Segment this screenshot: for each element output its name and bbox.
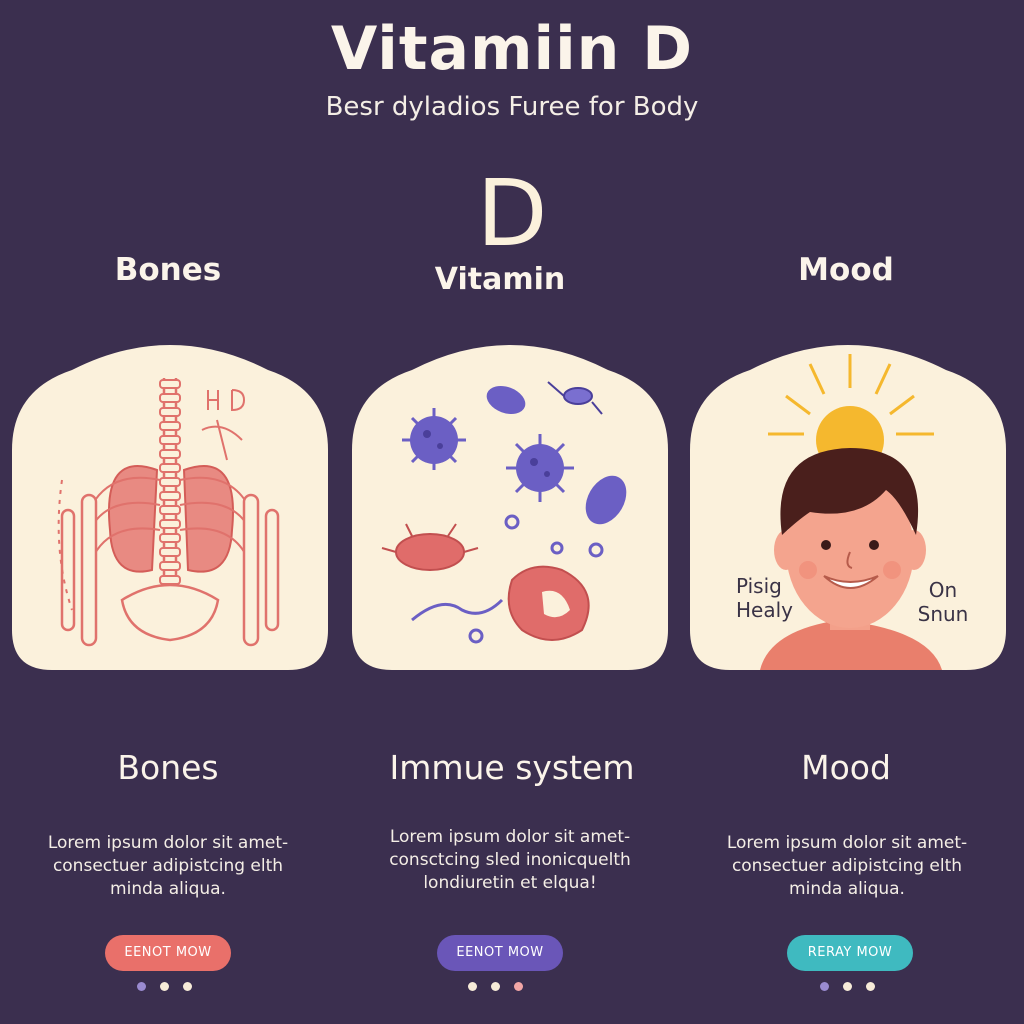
desc-line: consectuer adipistcing elth <box>731 856 963 876</box>
section-title-bones: Bones <box>117 748 219 787</box>
pagination-dots-immune <box>468 982 523 991</box>
pagination-dots-bones <box>137 982 192 991</box>
mood-left-label: Pisig Healy <box>736 574 806 622</box>
mood-left-label-line1: Pisig <box>736 574 782 598</box>
mood-right-label-line2: Snun <box>917 602 969 626</box>
pagination-dot[interactable] <box>514 982 523 991</box>
big-vitamin-letter: D <box>476 160 548 267</box>
vitamin-label: Vitamin <box>434 262 566 297</box>
desc-line: Lorem ipsum dolor sit amet- <box>47 833 289 853</box>
desc-line: londiuretin et elqua! <box>423 873 597 893</box>
section-title-immune: Immue system <box>389 748 635 787</box>
desc-line: consectuer adipistcing elth <box>52 856 284 876</box>
desc-mood: Lorem ipsum dolor sit amet- consectuer a… <box>692 832 1002 901</box>
subtitle: Besr dyladios Furee for Body <box>325 92 699 122</box>
pagination-dot[interactable] <box>137 982 146 991</box>
bones-action-button[interactable]: EENOT MOW <box>105 935 231 971</box>
desc-line: consctcing sled inonicquelth <box>389 850 631 870</box>
main-title: Vitamiin D <box>330 14 694 84</box>
desc-line: minda aliqua. <box>110 879 226 899</box>
bones-panel <box>12 330 328 670</box>
pagination-dot[interactable] <box>160 982 169 991</box>
mood-right-label: On Snun <box>908 578 978 626</box>
desc-bones: Lorem ipsum dolor sit amet- consectuer a… <box>18 832 318 901</box>
mood-right-label-line1: On <box>928 578 958 602</box>
virus-icon <box>402 408 466 470</box>
pagination-dot[interactable] <box>866 982 875 991</box>
desc-immune: Lorem ipsum dolor sit amet- consctcing s… <box>352 826 668 895</box>
bones-top-label: Bones <box>114 252 222 288</box>
desc-line: minda aliqua. <box>789 879 905 899</box>
microbes-illustration <box>352 345 668 670</box>
desc-line: Lorem ipsum dolor sit amet- <box>726 833 968 853</box>
skeleton-illustration <box>12 345 328 670</box>
happy-person-illustration <box>690 345 1006 670</box>
desc-line: Lorem ipsum dolor sit amet- <box>389 827 631 847</box>
mood-action-button[interactable]: RERAY MOW <box>787 935 913 971</box>
mood-left-label-line2: Healy <box>736 598 793 622</box>
section-title-mood: Mood <box>801 748 891 787</box>
pagination-dot[interactable] <box>183 982 192 991</box>
immune-panel <box>352 330 668 670</box>
immune-action-button[interactable]: EENOT MOW <box>437 935 563 971</box>
pagination-dot[interactable] <box>843 982 852 991</box>
mood-panel: Pisig Healy On Snun <box>690 330 1006 670</box>
pagination-dot[interactable] <box>491 982 500 991</box>
pagination-dot[interactable] <box>820 982 829 991</box>
pagination-dot[interactable] <box>468 982 477 991</box>
mood-top-label: Mood <box>798 252 894 288</box>
pagination-dots-mood <box>820 982 875 991</box>
